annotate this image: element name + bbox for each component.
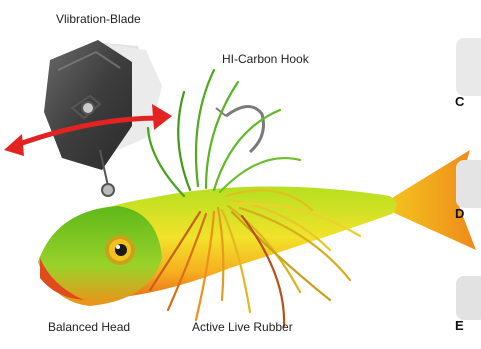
side-letter-c: C [455,94,464,109]
label-balanced-head: Balanced Head [48,320,130,334]
side-thumbnails [456,38,481,320]
hi-carbon-hook [216,106,264,152]
side-letter-d: D [455,206,464,221]
label-active-live-rubber: Active Live Rubber [192,320,293,334]
label-vibration-blade: Vlibration-Blade [56,12,141,26]
fish-eye [105,235,135,265]
side-letter-e: E [455,318,464,333]
label-hi-carbon-hook: HI-Carbon Hook [222,52,309,66]
